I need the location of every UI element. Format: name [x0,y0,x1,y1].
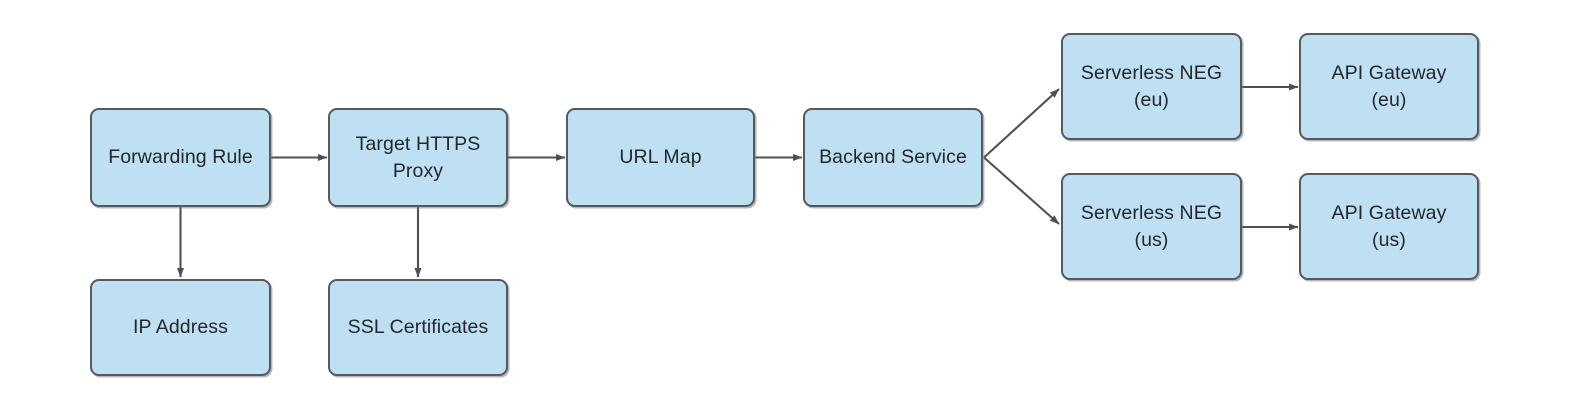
node-forwarding-rule-label: Forwarding Rule [108,146,253,168]
edge-backend-service-to-serverless-neg-us [983,156,1060,225]
node-target-https-proxy-label: Target HTTPS Proxy [355,132,481,182]
node-url-map-label: URL Map [619,146,702,168]
node-url-map[interactable]: URL Map [566,108,755,207]
node-ip-address[interactable]: IP Address [90,279,271,376]
node-ssl-certificates[interactable]: SSL Certificates [328,279,508,376]
node-api-gateway-eu-label: API Gateway (eu) [1331,61,1447,111]
node-serverless-neg-eu-label: Serverless NEG (eu) [1080,61,1223,111]
node-forwarding-rule[interactable]: Forwarding Rule [90,108,271,207]
node-ip-address-label: IP Address [133,316,228,338]
node-backend-service-label: Backend Service [819,146,967,168]
node-serverless-neg-us[interactable]: Serverless NEG (us) [1061,173,1242,280]
edge-backend-service-to-serverless-neg-eu [983,88,1060,159]
node-serverless-neg-us-label: Serverless NEG (us) [1080,201,1223,251]
node-api-gateway-us-label: API Gateway (us) [1331,201,1447,251]
node-api-gateway-us[interactable]: API Gateway (us) [1299,173,1479,280]
node-api-gateway-eu[interactable]: API Gateway (eu) [1299,33,1479,140]
node-ssl-certificates-label: SSL Certificates [347,316,489,338]
node-backend-service[interactable]: Backend Service [803,108,983,207]
node-serverless-neg-eu[interactable]: Serverless NEG (eu) [1061,33,1242,140]
node-target-https-proxy[interactable]: Target HTTPS Proxy [328,108,508,207]
